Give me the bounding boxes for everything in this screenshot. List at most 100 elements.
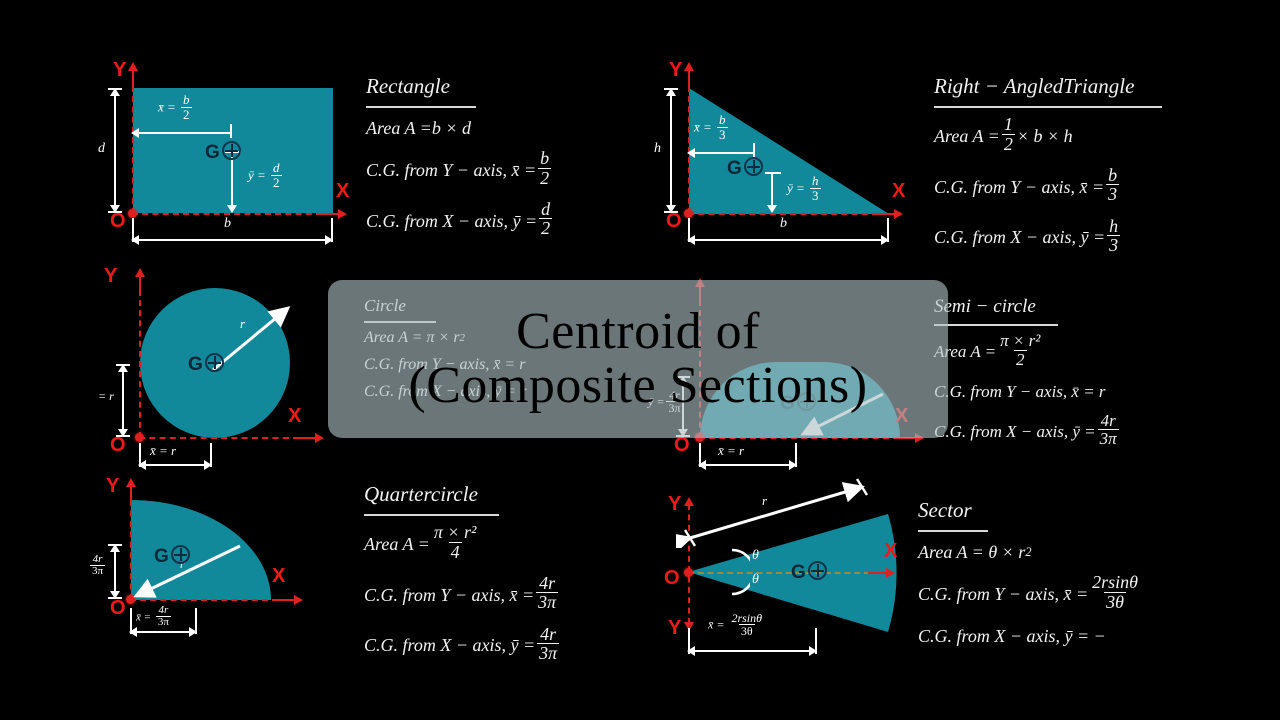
rectangle-width-dim-arrow-right xyxy=(325,235,333,245)
origin-dot-sector xyxy=(684,568,693,577)
y-axis-circle xyxy=(139,290,141,438)
quartercircle-ybar-formula-num: 4r xyxy=(540,623,557,644)
triangle-xbar-tick-right xyxy=(753,143,755,158)
origin-dot-rectangle xyxy=(128,209,137,218)
semicircle-xbar-dim-line xyxy=(701,464,794,466)
x-axis-arrow-shaft-sector xyxy=(868,572,888,574)
sector-radius-dim xyxy=(676,478,869,548)
sector-area-lead: Area A = θ × r xyxy=(918,541,1026,562)
triangle-formula-title-wrap: Right − AngledTriangle xyxy=(934,74,1224,102)
semicircle-ybar-formula-den: 3π xyxy=(1097,429,1119,449)
rectangle-height-tick-top xyxy=(108,88,122,90)
x-axis-arrowhead-quartercircle xyxy=(294,595,303,605)
circle-radius-arrow xyxy=(212,306,291,372)
origin-label-sector: O xyxy=(664,567,680,589)
sector-xbar-formula-num: 2rsinθ xyxy=(1092,572,1138,593)
sector-ybar-formula-lead: C.G. from X − axis, ȳ = − xyxy=(918,626,1106,647)
semicircle-area-num: π × r² xyxy=(1000,331,1041,351)
quartercircle-area-den: 4 xyxy=(448,541,462,562)
sector-xbar-formula-lead: C.G. from Y − axis, x̄ = xyxy=(918,583,1089,604)
rectangle-ybar-formula-den: 2 xyxy=(539,218,553,239)
sector-xbar-arrow-left xyxy=(687,646,695,656)
triangle-ybar-num: h xyxy=(812,173,819,189)
sector-xbar-lead: x̄ = xyxy=(708,617,728,632)
quartercircle-xbar-arrow-left xyxy=(129,627,137,637)
centroid-plus-icon-v xyxy=(213,356,216,369)
circle-ybar-tick-top xyxy=(116,364,130,366)
semicircle-xbar-tick-left xyxy=(699,443,701,467)
rectangle-xbar-formula-lead: C.G. from Y − axis, x̄ = xyxy=(366,159,537,180)
quartercircle-area-lead: Area A = xyxy=(364,533,430,554)
y-axis-arrowhead-triangle xyxy=(684,62,694,71)
origin-label-semicircle: O xyxy=(674,434,690,456)
quartercircle-xbar-formula-den: 3π xyxy=(536,592,559,613)
rectangle-width-dim-line xyxy=(134,239,330,241)
quartercircle-title-rule xyxy=(364,514,499,516)
rectangle-xbar-formula-den: 2 xyxy=(538,167,552,188)
semicircle-ybar-formula-lead: C.G. from X − axis, ȳ = xyxy=(934,421,1096,441)
x-axis-sector xyxy=(688,572,870,574)
x-axis-rectangle xyxy=(132,213,322,215)
triangle-height-label: h xyxy=(654,141,661,156)
y-axis-arrowhead-circle xyxy=(135,268,145,277)
rectangle-area-lead: Area A = xyxy=(366,117,432,138)
centroid-plus-icon-v xyxy=(752,160,755,173)
quartercircle-radius-label: r xyxy=(180,557,185,572)
centroid-plus-icon-v xyxy=(230,144,233,157)
triangle-height-dim-line xyxy=(670,90,672,210)
quartercircle-radius-text: r xyxy=(180,557,185,571)
x-axis-arrowhead-circle xyxy=(315,433,324,443)
triangle-ybar-tick-top xyxy=(765,172,781,174)
quartercircle-ybar-num: 4r xyxy=(92,552,103,565)
circle-ybar-label: = r xyxy=(98,389,114,403)
rectangle-ybar-den: 2 xyxy=(271,174,282,190)
x-axis-semicircle xyxy=(699,437,899,439)
x-axis-label-circle: X xyxy=(288,405,302,427)
x-axis-label-rectangle: X xyxy=(336,180,350,202)
triangle-ybar-arrow-down xyxy=(767,205,777,213)
centroid-plus-icon-v xyxy=(179,548,182,561)
centroid-label-triangle: G xyxy=(727,158,742,179)
circle-ybar-tick-bottom xyxy=(116,435,130,437)
centroid-circle-icon xyxy=(171,545,190,564)
origin-label-quartercircle: O xyxy=(110,597,126,619)
circle-xbar-label: x̄ = r xyxy=(150,443,177,458)
x-axis-label-triangle: X xyxy=(892,180,906,202)
y-axis-label-rectangle: Y xyxy=(113,59,127,81)
quartercircle-ybar-den: 3π xyxy=(90,564,106,577)
y-axis-arrowhead-rectangle xyxy=(128,62,138,71)
triangle-xbar-den: 3 xyxy=(717,126,728,142)
rectangle-ybar-dim-line xyxy=(231,152,233,210)
triangle-xbar-arrow-left xyxy=(687,148,695,158)
quartercircle-ybar-arrow-up xyxy=(110,544,120,552)
semicircle-formula-title-wrap: Semi − circle xyxy=(934,296,1234,321)
triangle-xbar-dim-line xyxy=(690,152,753,154)
triangle-shape xyxy=(689,88,889,214)
triangle-xbar-formula-den: 3 xyxy=(1106,184,1120,205)
sector-radius-label: r xyxy=(762,493,767,509)
y-axis-sector xyxy=(688,504,690,624)
quartercircle-radius-arrow xyxy=(133,544,241,598)
rectangle-ybar-arrow-down xyxy=(227,205,237,213)
centroid-label-sector: G xyxy=(791,562,806,583)
quartercircle-xbar-tick-right xyxy=(195,608,197,634)
rectangle-formula-area: Area A = b × d xyxy=(366,118,616,139)
circle-ybar-dim-line xyxy=(122,366,124,434)
y-axis-arrow-shaft-circle xyxy=(139,276,141,292)
semicircle-title-rule xyxy=(934,324,1058,326)
centroid-circle-icon xyxy=(205,353,224,372)
x-axis-arrow-shaft-triangle xyxy=(876,213,896,215)
quartercircle-xbar-lead: x̄ = xyxy=(136,611,154,624)
origin-dot-triangle xyxy=(684,209,693,218)
y-axis-label-sector-bottom: Y xyxy=(668,617,682,639)
